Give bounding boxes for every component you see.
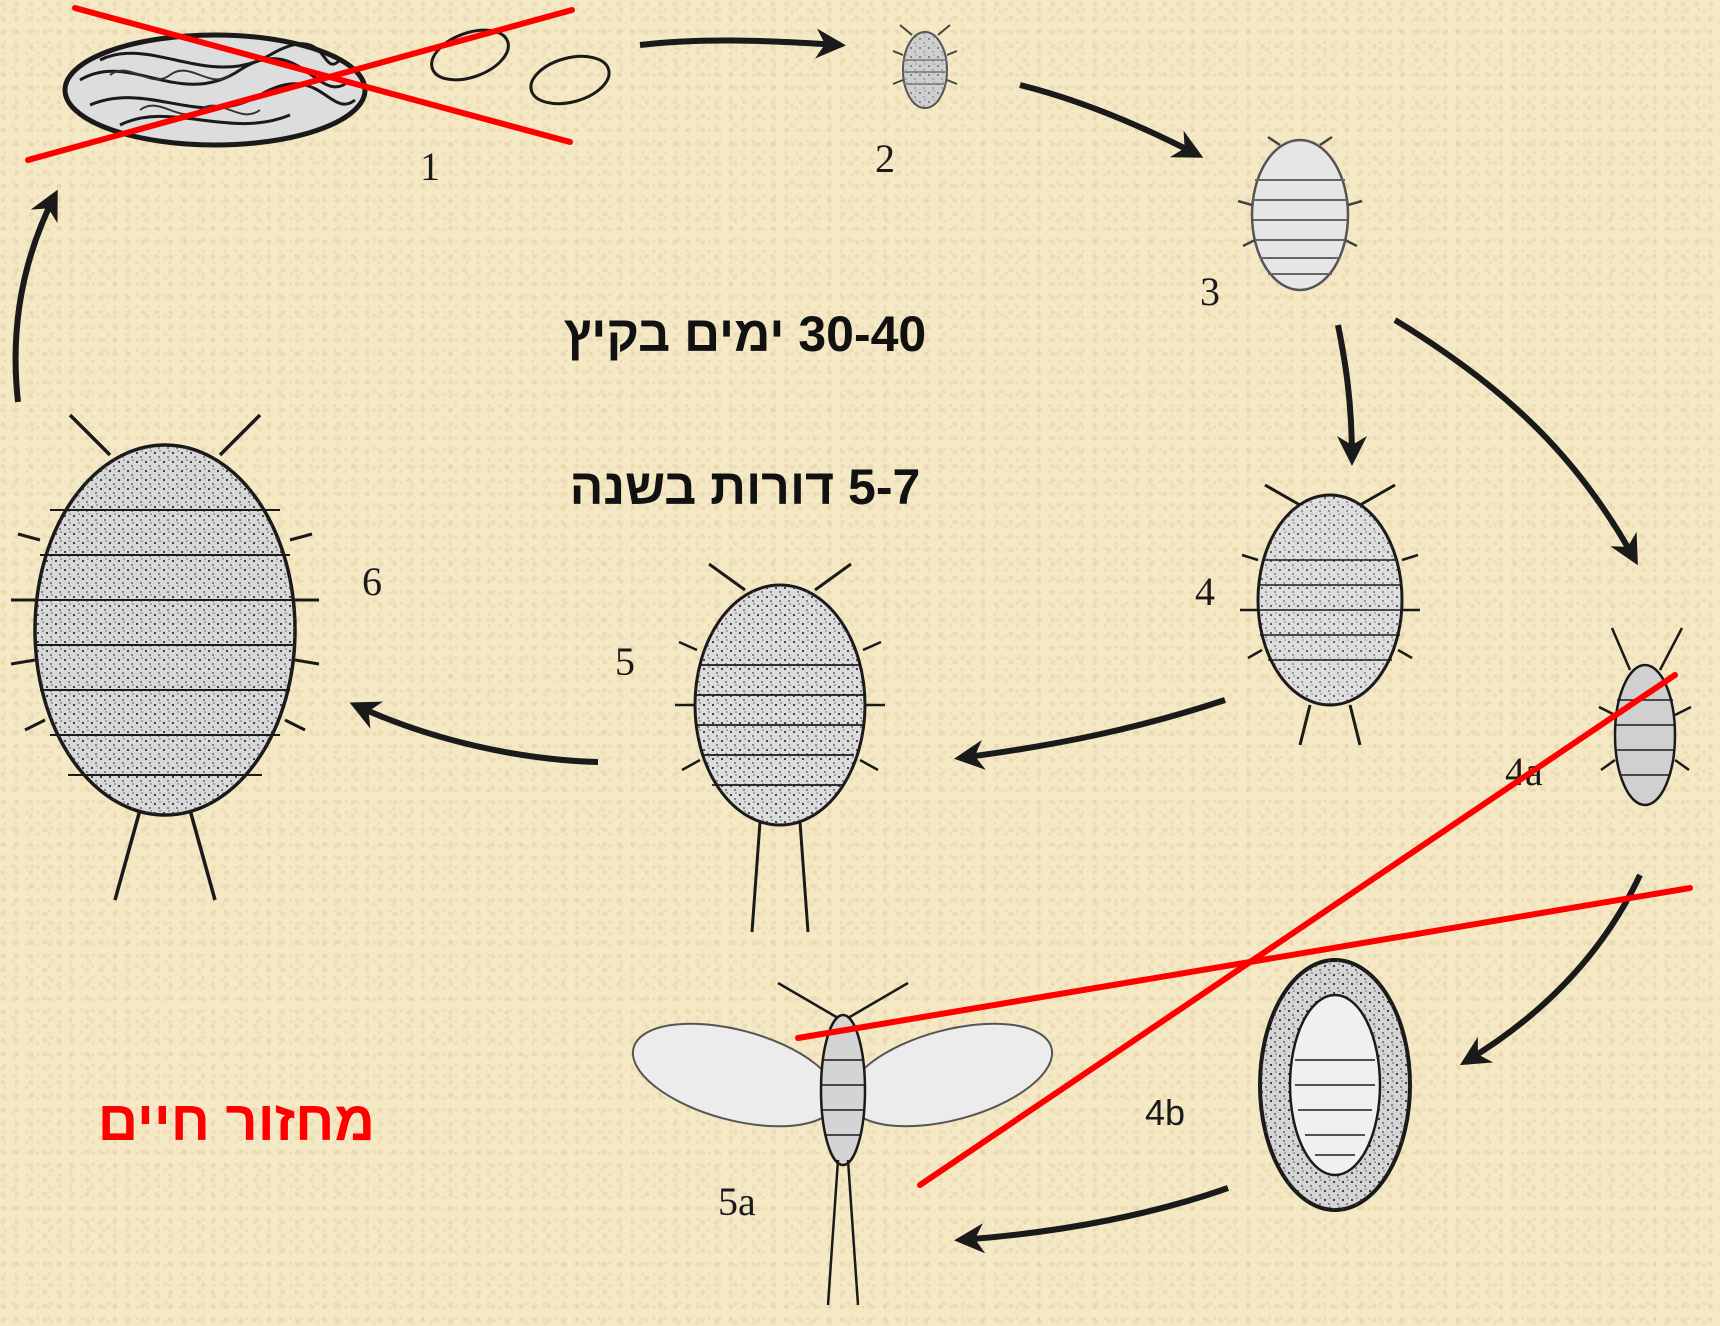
arrow-5-to-6 xyxy=(355,705,598,762)
stage-label-2: 2 xyxy=(875,136,895,181)
stage-4b-cocoon xyxy=(1260,960,1410,1210)
stage-label-1: 1 xyxy=(420,144,440,189)
arrow-3-to-4a xyxy=(1395,320,1635,560)
arrow-4-to-5 xyxy=(960,700,1225,758)
stage-4-nymph xyxy=(1240,485,1420,745)
stage-3-nymph xyxy=(1238,137,1362,290)
arrow-6-to-1 xyxy=(16,195,55,402)
arrow-3-to-4 xyxy=(1338,325,1352,460)
stage-label-4b: 4b xyxy=(1145,1092,1185,1133)
stage-5-female xyxy=(675,564,885,932)
info-duration: 30-40 ימים בקיץ xyxy=(480,305,1010,363)
arrow-1-to-2 xyxy=(640,40,840,45)
stage-6-mature-female xyxy=(11,415,319,900)
stage-2-crawler xyxy=(893,25,957,108)
arrow-4b-to-5a xyxy=(960,1188,1228,1240)
stage-label-5: 5 xyxy=(615,639,635,684)
cross-stages-4a-5a-b xyxy=(798,888,1690,1038)
stage-label-6: 6 xyxy=(362,559,382,604)
info-generations: 5-7 דורות בשנה xyxy=(480,458,1010,516)
stage-label-3: 3 xyxy=(1200,269,1220,314)
stage-label-5a: 5a xyxy=(718,1179,756,1224)
page-title: מחזור חיים xyxy=(98,1088,375,1153)
arrow-2-to-3 xyxy=(1020,85,1198,155)
stage-label-4: 4 xyxy=(1195,569,1215,614)
